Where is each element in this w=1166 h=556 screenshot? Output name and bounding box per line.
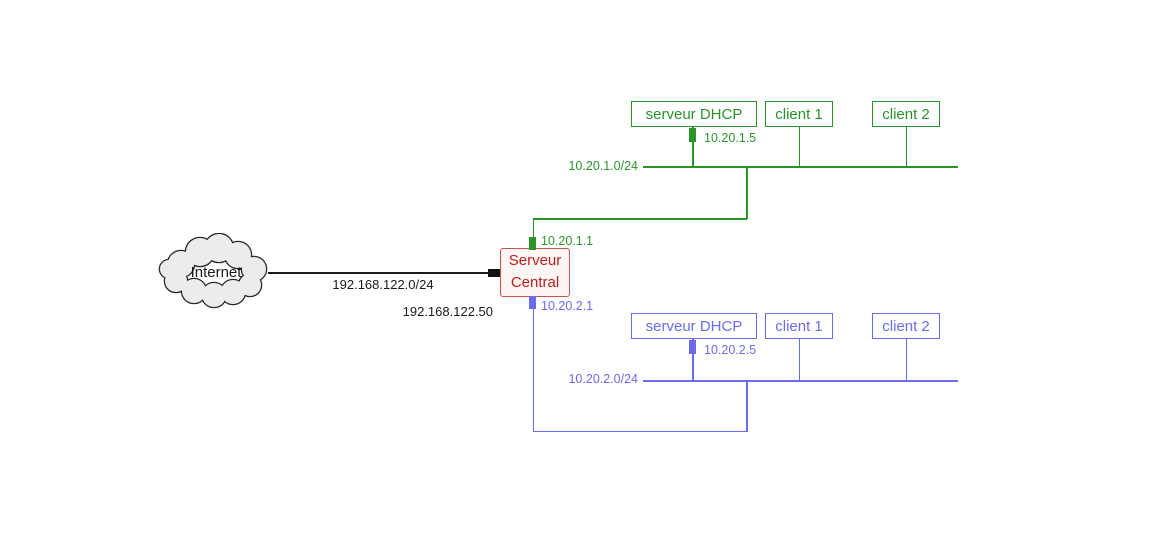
lan2-bus-line: [643, 380, 958, 382]
lan1-router-port-connector: [529, 237, 536, 250]
lan1-client1-drop-line: [798, 127, 800, 167]
internet-label: Internet: [190, 264, 242, 281]
central-server-name-line2: Central: [510, 274, 560, 291]
lan2-downlink-horizontal: [532, 430, 747, 432]
internet-cloud-icon: [158, 233, 268, 309]
wan-server-ip-label: 192.168.122.50: [402, 304, 493, 319]
lan2-dhcp-ip-label: 10.20.2.5: [704, 343, 757, 357]
lan2-gateway-ip-label: 10.20.2.1: [541, 299, 594, 313]
lan1-dhcp-port-connector: [689, 128, 696, 142]
central-server-name-line1: Serveur: [508, 252, 562, 269]
lan1-subnet-label: 10.20.1.0/24: [568, 159, 638, 173]
lan1-gateway-ip-label: 10.20.1.1: [541, 234, 594, 248]
wan-subnet-label: 192.168.122.0/24: [332, 277, 434, 292]
lan2-router-port-connector: [529, 296, 536, 309]
lan2-dhcp-port-connector: [689, 340, 696, 354]
lan1-client2-node: client 2: [872, 101, 940, 127]
lan1-bus-line: [643, 166, 958, 168]
lan2-client2-node: client 2: [872, 313, 940, 339]
lan2-dhcp-server-node: serveur DHCP: [631, 313, 757, 339]
lan2-downlink-vertical-to-bus: [746, 381, 748, 432]
lan1-dhcp-ip-label: 10.20.1.5: [704, 131, 757, 145]
wan-link-line: [268, 272, 489, 274]
lan2-client1-node: client 1: [765, 313, 833, 339]
lan2-client2-drop-line: [905, 339, 907, 381]
lan1-client2-drop-line: [905, 127, 907, 167]
lan2-dhcp-drop-line: [692, 339, 694, 381]
lan2-downlink-vertical-from-router: [532, 297, 534, 432]
lan2-subnet-label: 10.20.2.0/24: [568, 372, 638, 386]
wan-connector: [488, 269, 500, 277]
lan1-uplink-vertical-to-router: [532, 219, 534, 248]
lan1-client1-node: client 1: [765, 101, 833, 127]
lan2-client1-drop-line: [798, 339, 800, 381]
lan1-dhcp-drop-line: [692, 127, 694, 167]
central-server-node: Serveur Central: [500, 248, 570, 297]
lan1-uplink-vertical-to-bus: [746, 167, 748, 219]
lan1-uplink-horizontal: [532, 218, 747, 220]
lan1-dhcp-server-node: serveur DHCP: [631, 101, 757, 127]
